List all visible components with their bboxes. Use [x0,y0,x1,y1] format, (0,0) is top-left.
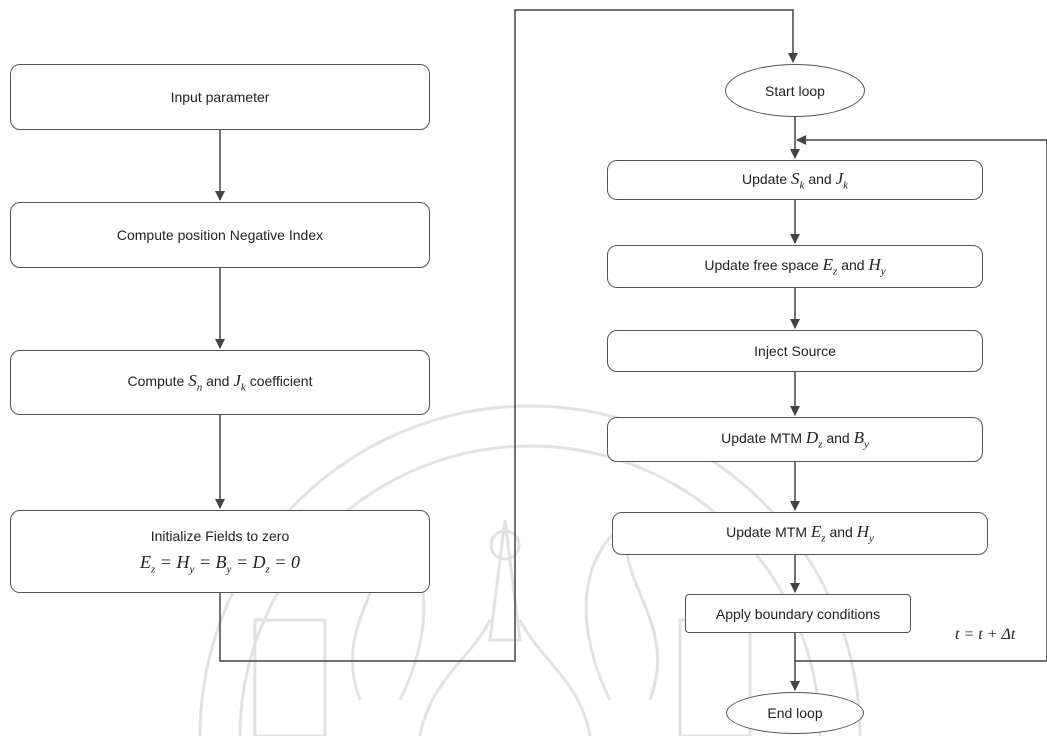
mtm-eh-pre-text: Update MTM [726,524,808,541]
boundary-conditions-box: Apply boundary conditions [685,594,911,633]
mtm-db-and-text: and [826,430,850,447]
by-symbol: By [853,428,869,451]
mtm-db-pre-text: Update MTM [721,430,803,447]
start-loop-oval: Start loop [725,64,865,117]
jk-symbol: Jk [233,371,246,394]
ez-symbol-2: Ez [810,522,826,545]
ez-symbol: Ez [822,255,838,278]
initialize-fields-box: Initialize Fields to zero Ez = Hy = By =… [10,510,430,593]
end-loop-oval: End loop [726,692,864,734]
arrow-loop-back [795,135,1047,662]
initialize-equation: Ez = Hy = By = Dz = 0 [140,551,300,576]
initialize-fields-label: Initialize Fields to zero [150,527,290,544]
negative-index-label: Compute position Negative Index [116,227,324,243]
update-sj-and-text: and [808,170,832,187]
free-and-text: and [841,257,865,274]
update-free-space-box: Update free space Ez and Hy [607,245,983,288]
coef-and-text: and [206,373,230,390]
hy-symbol-2: Hy [856,522,874,545]
hy-symbol: Hy [868,255,886,278]
update-sk-jk-box: Update Sk and Jk [607,160,983,200]
inject-source-box: Inject Source [607,330,983,372]
coef-post-text: coefficient [249,373,313,390]
update-free-space-label: Update free space Ez and Hy [704,255,885,277]
sk-symbol: Sk [791,168,805,192]
boundary-conditions-label: Apply boundary conditions [715,605,881,622]
coefficient-label: Compute Sn and Jk coefficient [128,371,313,393]
sn-symbol: Sn [188,371,203,394]
time-step-label: t = t + Δt [955,626,1016,643]
update-sj-pre-text: Update [741,170,788,187]
negative-index-box: Compute position Negative Index [10,202,430,268]
arrow-init-to-start [219,9,798,662]
inject-source-label: Inject Source [754,343,836,359]
update-mtm-eh-box: Update MTM Ez and Hy [612,512,988,555]
input-parameter-label: Input parameter [170,89,270,105]
start-loop-label: Start loop [765,82,825,99]
coefficient-box: Compute Sn and Jk coefficient [10,350,430,415]
input-parameter-box: Input parameter [10,64,430,130]
end-loop-label: End loop [767,705,823,721]
update-sk-jk-label: Update Sk and Jk [742,169,848,191]
mtm-eh-and-text: and [829,524,853,541]
coef-pre-text: Compute [127,373,185,390]
update-mtm-eh-label: Update MTM Ez and Hy [726,522,874,544]
update-mtm-db-label: Update MTM Dz and By [721,428,869,450]
jk-symbol-2: Jk [835,168,848,192]
dz-symbol: Dz [805,428,823,451]
update-mtm-db-box: Update MTM Dz and By [607,417,983,462]
free-pre-text: Update free space [704,257,819,274]
